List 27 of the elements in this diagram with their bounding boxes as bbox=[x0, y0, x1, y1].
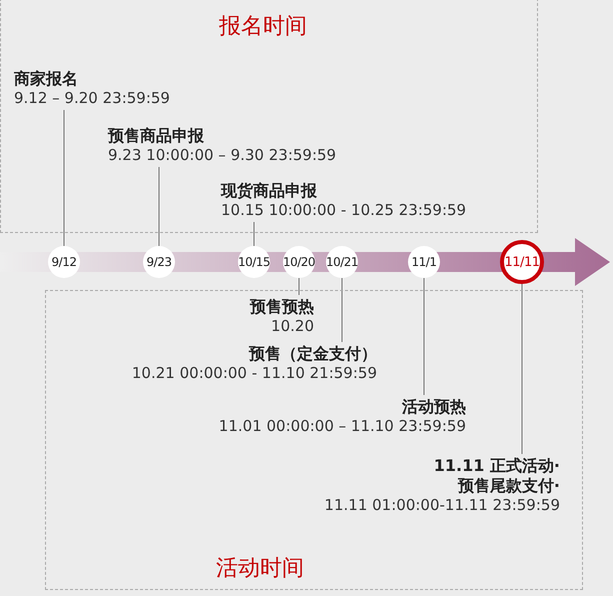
date-range: 10.20 bbox=[270, 317, 314, 336]
date-circle: 9/23 bbox=[143, 246, 175, 278]
leader-line bbox=[298, 278, 300, 296]
date-range: 11.01 00:00:00 – 11.10 23:59:59 bbox=[218, 417, 466, 436]
event-title: 预售商品申报 bbox=[108, 126, 205, 146]
date-circle: 11/11 bbox=[500, 240, 544, 284]
event-title: 预售预热 bbox=[250, 297, 314, 317]
date-range: 11.11 01:00:00-11.11 23:59:59 bbox=[324, 496, 560, 515]
date-circle: 10/21 bbox=[326, 246, 358, 278]
dashed-region bbox=[45, 290, 583, 590]
event-title: 11.11 正式活动·预售尾款支付· bbox=[432, 456, 560, 496]
date-circle: 11/1 bbox=[408, 246, 440, 278]
date-circle: 10/20 bbox=[283, 246, 315, 278]
event-title: 现货商品申报 bbox=[221, 181, 318, 201]
date-circle: 10/15 bbox=[238, 246, 270, 278]
date-range: 10.15 10:00:00 - 10.25 23:59:59 bbox=[221, 201, 466, 220]
event-title: 预售（定金支付） bbox=[248, 344, 377, 364]
date-range: 10.21 00:00:00 - 11.10 21:59:59 bbox=[132, 364, 377, 383]
date-range: 9.23 10:00:00 – 9.30 23:59:59 bbox=[108, 146, 336, 165]
date-range: 9.12 – 9.20 23:59:59 bbox=[14, 89, 170, 108]
section-heading: 报名时间 bbox=[219, 13, 307, 41]
leader-line bbox=[158, 166, 160, 246]
dashed-region bbox=[0, 0, 538, 233]
event-title: 商家报名 bbox=[14, 69, 79, 89]
event-title: 活动预热 bbox=[401, 397, 466, 417]
section-heading: 活动时间 bbox=[216, 555, 304, 583]
date-circle: 9/12 bbox=[48, 246, 80, 278]
